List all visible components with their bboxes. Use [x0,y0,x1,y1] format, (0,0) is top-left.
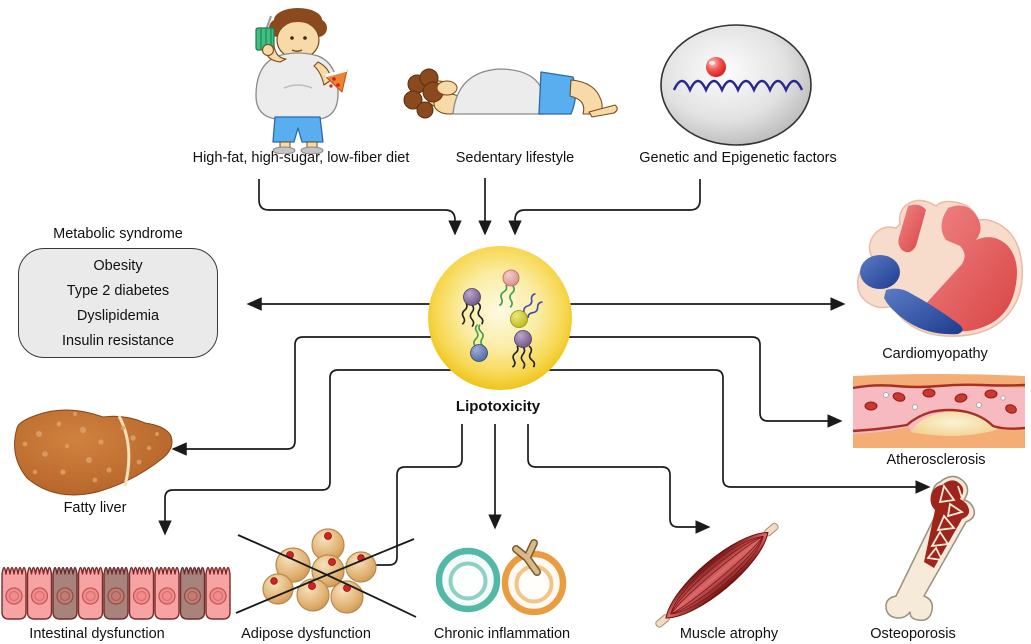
outcome-label-adipose: Adipose dysfunction [241,626,371,642]
person-lying-down-icon [403,68,618,119]
obese-person-eating-icon [255,8,348,154]
outcome-label-fatty-liver: Fatty liver [63,500,127,516]
cause-label-diet: High-fat, high-sugar, low-fiber diet [192,150,410,166]
outcome-label-atherosclerosis: Atherosclerosis [886,452,986,468]
intestinal-epithelium-icon [1,566,231,620]
liver-icon [14,409,173,496]
arrow-to-osteoporosis [530,369,931,494]
metabolic-item: Type 2 diabetes [66,282,170,299]
cause-label-sedentary: Sedentary lifestyle [455,150,575,166]
outcome-label-osteoporosis: Osteoporosis [870,626,956,642]
outcome-label-intestinal: Intestinal dysfunction [29,626,165,642]
lipid-droplet-circle-icon [428,246,572,390]
muscle-icon [655,522,779,628]
outcome-label-cardiomyopathy: Cardiomyopathy [882,346,988,362]
center-label: Lipotoxicity [455,398,541,415]
arrow-to-intestine [158,369,470,536]
cause-label-genetic: Genetic and Epigenetic factors [639,150,837,166]
arrow-genetic-to-center [508,179,701,236]
bone-icon [885,475,976,622]
arrow-to-liver [171,336,470,456]
cell-with-dna-icon [660,24,812,146]
metabolic-item: Obesity [93,257,143,274]
metabolic-item: Dyslipidemia [76,307,160,324]
outcome-label-inflammation: Chronic inflammation [433,626,571,642]
immune-cells-icon [435,539,567,616]
artery-plaque-icon [853,374,1025,448]
heart-icon [857,199,1023,337]
metabolic-item: Insulin resistance [61,332,175,349]
metabolic-syndrome-box: Obesity Type 2 diabetes Dyslipidemia Ins… [18,248,218,358]
metabolic-syndrome-title: Metabolic syndrome [53,226,183,242]
outcome-label-muscle: Muscle atrophy [679,626,779,642]
arrow-to-muscle [527,424,711,534]
arrow-to-adipose [352,424,463,572]
fat-cells-crossed-icon [235,528,417,618]
arrow-diet-to-center [258,179,462,236]
arrow-to-atherosclerosis [530,336,843,428]
